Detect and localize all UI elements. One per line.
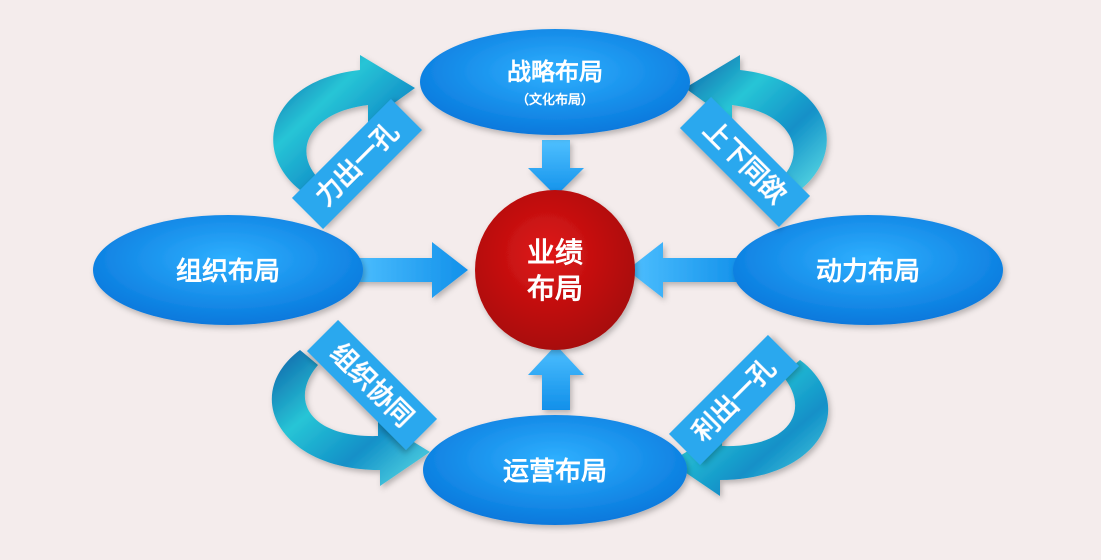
arrow-left-to-center-icon [350, 242, 468, 298]
node-organization-title: 组织布局 [176, 256, 280, 287]
label-top-right-text: 上下同欲 [697, 115, 792, 210]
node-strategy: 战略布局 （文化布局） [420, 29, 690, 135]
node-motivation: 动力布局 [733, 215, 1003, 325]
node-operation-title: 运营布局 [503, 457, 607, 487]
label-top-left-text: 力出一孔 [310, 117, 405, 212]
arrow-top-to-center-icon [528, 140, 584, 196]
node-motivation-title: 动力布局 [816, 257, 920, 287]
node-organization: 组织布局 [93, 215, 363, 325]
node-strategy-title: 战略布局 [507, 58, 603, 86]
curved-arrow-top-right-icon [685, 55, 827, 190]
node-operation: 运营布局 [423, 415, 687, 525]
arrow-bottom-to-center-icon [528, 345, 584, 410]
curved-arrow-bottom-left-icon [271, 350, 430, 486]
label-bottom-right-text: 利出一孔 [687, 353, 782, 448]
node-performance: 业绩 布局 [475, 190, 635, 350]
arrow-right-to-center-icon [627, 242, 745, 298]
curved-arrow-bottom-right-icon [670, 360, 829, 496]
node-strategy-subtitle: （文化布局） [516, 92, 594, 108]
curved-arrow-top-left-icon [273, 55, 415, 190]
node-performance-line1: 业绩 [527, 236, 583, 269]
node-performance-line2: 布局 [527, 272, 583, 305]
label-bottom-left-text: 组织协同 [324, 338, 419, 433]
